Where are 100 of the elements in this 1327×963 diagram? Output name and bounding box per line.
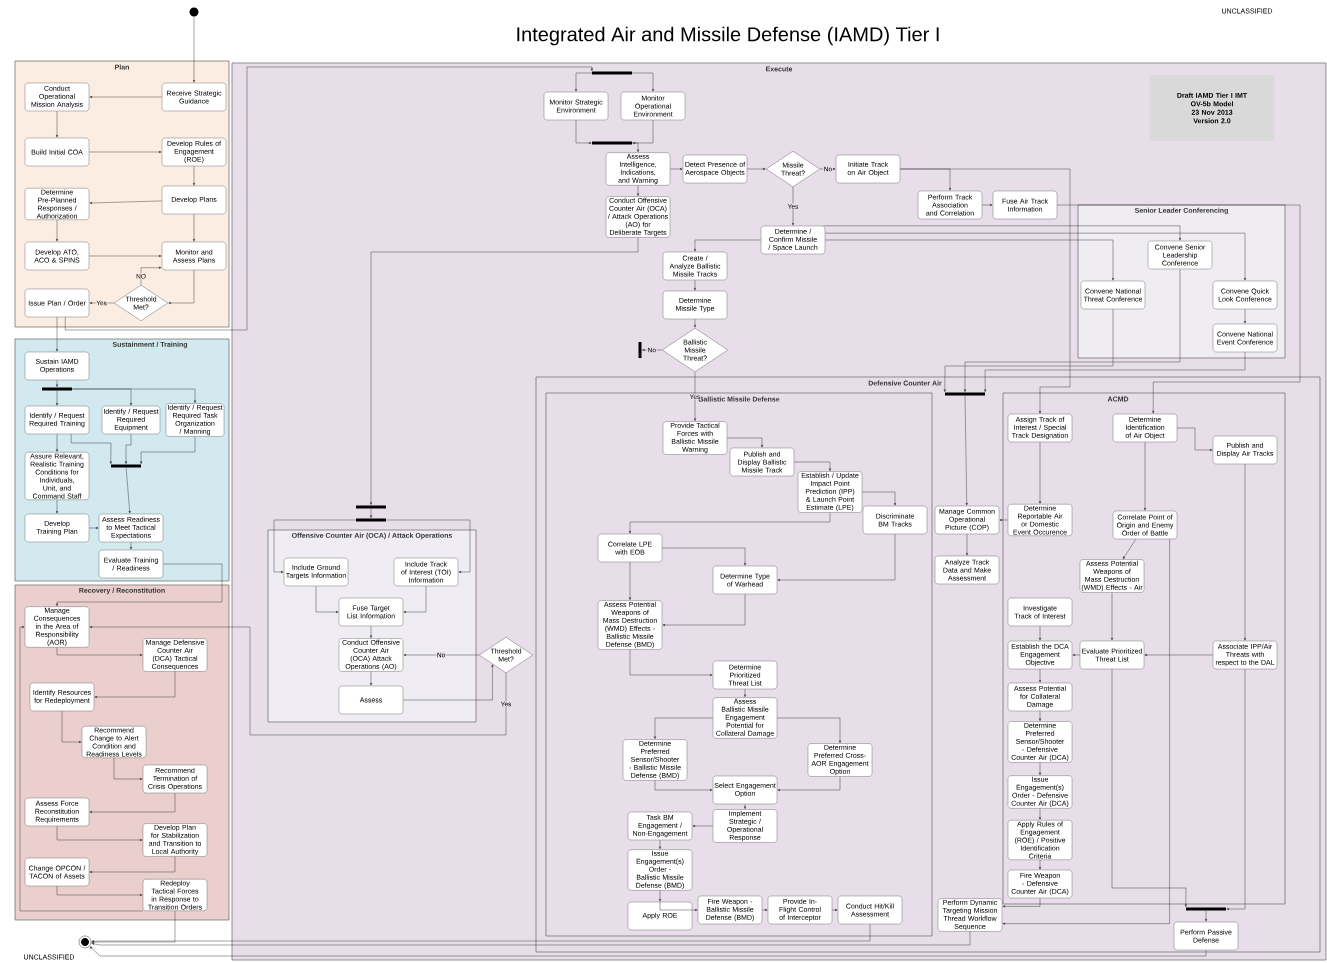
arrow	[777, 776, 841, 792]
arrow	[55, 388, 59, 406]
arrow	[632, 119, 654, 145]
arrow	[762, 908, 768, 912]
arrow	[662, 593, 746, 627]
arrow	[192, 213, 196, 242]
arrow	[55, 499, 59, 514]
arrow	[693, 371, 697, 421]
arrow	[964, 395, 968, 506]
arrow	[94, 671, 176, 699]
arrow	[653, 717, 714, 739]
arrow	[1204, 910, 1208, 922]
arrow	[693, 318, 697, 328]
arrow	[1122, 538, 1137, 560]
arrow	[1038, 625, 1042, 641]
arrow	[89, 625, 507, 736]
arrow	[55, 110, 59, 138]
arrow	[89, 301, 115, 305]
arrow	[777, 717, 842, 743]
arrow	[403, 585, 427, 614]
arrow	[91, 910, 176, 944]
arrow	[1226, 668, 1246, 911]
arrow	[55, 316, 59, 352]
arrow	[1038, 808, 1042, 820]
arrow	[823, 225, 1182, 241]
arrow	[743, 688, 747, 698]
arrow	[55, 563, 223, 607]
arrow	[984, 351, 1246, 392]
arrow	[315, 585, 339, 614]
arrow	[943, 308, 1114, 392]
arrow	[825, 239, 1115, 281]
arrow	[743, 803, 747, 809]
arrow	[55, 379, 59, 387]
arrow	[654, 780, 713, 792]
arrow	[1038, 441, 1042, 504]
arrow	[1038, 668, 1042, 683]
sync-bar	[592, 141, 632, 145]
arrow	[192, 165, 196, 186]
arrow	[1144, 653, 1214, 657]
arrow	[693, 239, 762, 252]
arrow	[862, 491, 897, 506]
arrow	[632, 72, 655, 92]
arrow	[89, 200, 163, 205]
arrow	[71, 433, 112, 464]
arrow	[168, 269, 195, 305]
arrow	[369, 237, 639, 505]
arrow	[91, 923, 871, 943]
arrow	[832, 908, 838, 912]
sync-bar	[592, 71, 632, 75]
arrow	[658, 839, 662, 850]
arrow	[1110, 592, 1114, 641]
arrow	[900, 168, 1071, 414]
arrow	[658, 890, 662, 902]
sync-bar	[356, 505, 386, 509]
sync-bar	[638, 342, 642, 358]
arrow	[89, 526, 99, 530]
arrow	[636, 185, 640, 196]
arrow	[89, 856, 176, 874]
arrow	[91, 931, 971, 946]
arrow	[19, 625, 144, 912]
arrow	[124, 433, 132, 464]
arrow	[89, 95, 163, 99]
arrow	[89, 946, 1207, 957]
arrow	[1038, 762, 1042, 776]
arrow	[819, 167, 836, 171]
arrow	[963, 268, 1181, 392]
arrow	[89, 150, 162, 154]
arrow	[56, 825, 143, 842]
arrow	[140, 436, 196, 464]
arrow	[140, 266, 162, 286]
arrow	[192, 16, 196, 83]
arrow	[89, 254, 162, 258]
arrow	[642, 348, 663, 352]
arrow	[982, 203, 993, 207]
arrow	[777, 533, 896, 582]
arrow	[670, 167, 683, 171]
arrow	[113, 757, 143, 781]
arrow	[55, 433, 59, 452]
arrow	[629, 649, 713, 677]
arrow	[369, 671, 373, 686]
arrow	[628, 561, 632, 600]
arrow	[56, 885, 143, 897]
arrow	[129, 541, 133, 550]
sync-bar	[42, 387, 72, 391]
arrow	[55, 219, 59, 242]
arrow	[1002, 897, 1041, 908]
arrow	[403, 653, 480, 657]
sync-bar	[111, 464, 141, 468]
arrow	[1072, 653, 1081, 657]
arrow	[61, 710, 82, 744]
start-node	[189, 7, 199, 17]
arrow	[575, 119, 592, 145]
arrow	[369, 625, 373, 638]
sync-bar	[945, 392, 985, 396]
arrow	[89, 792, 176, 814]
arrow	[65, 66, 594, 331]
arrow	[825, 232, 1247, 281]
arrow	[125, 467, 131, 514]
arrow	[662, 547, 747, 566]
arrow	[1057, 204, 1301, 414]
